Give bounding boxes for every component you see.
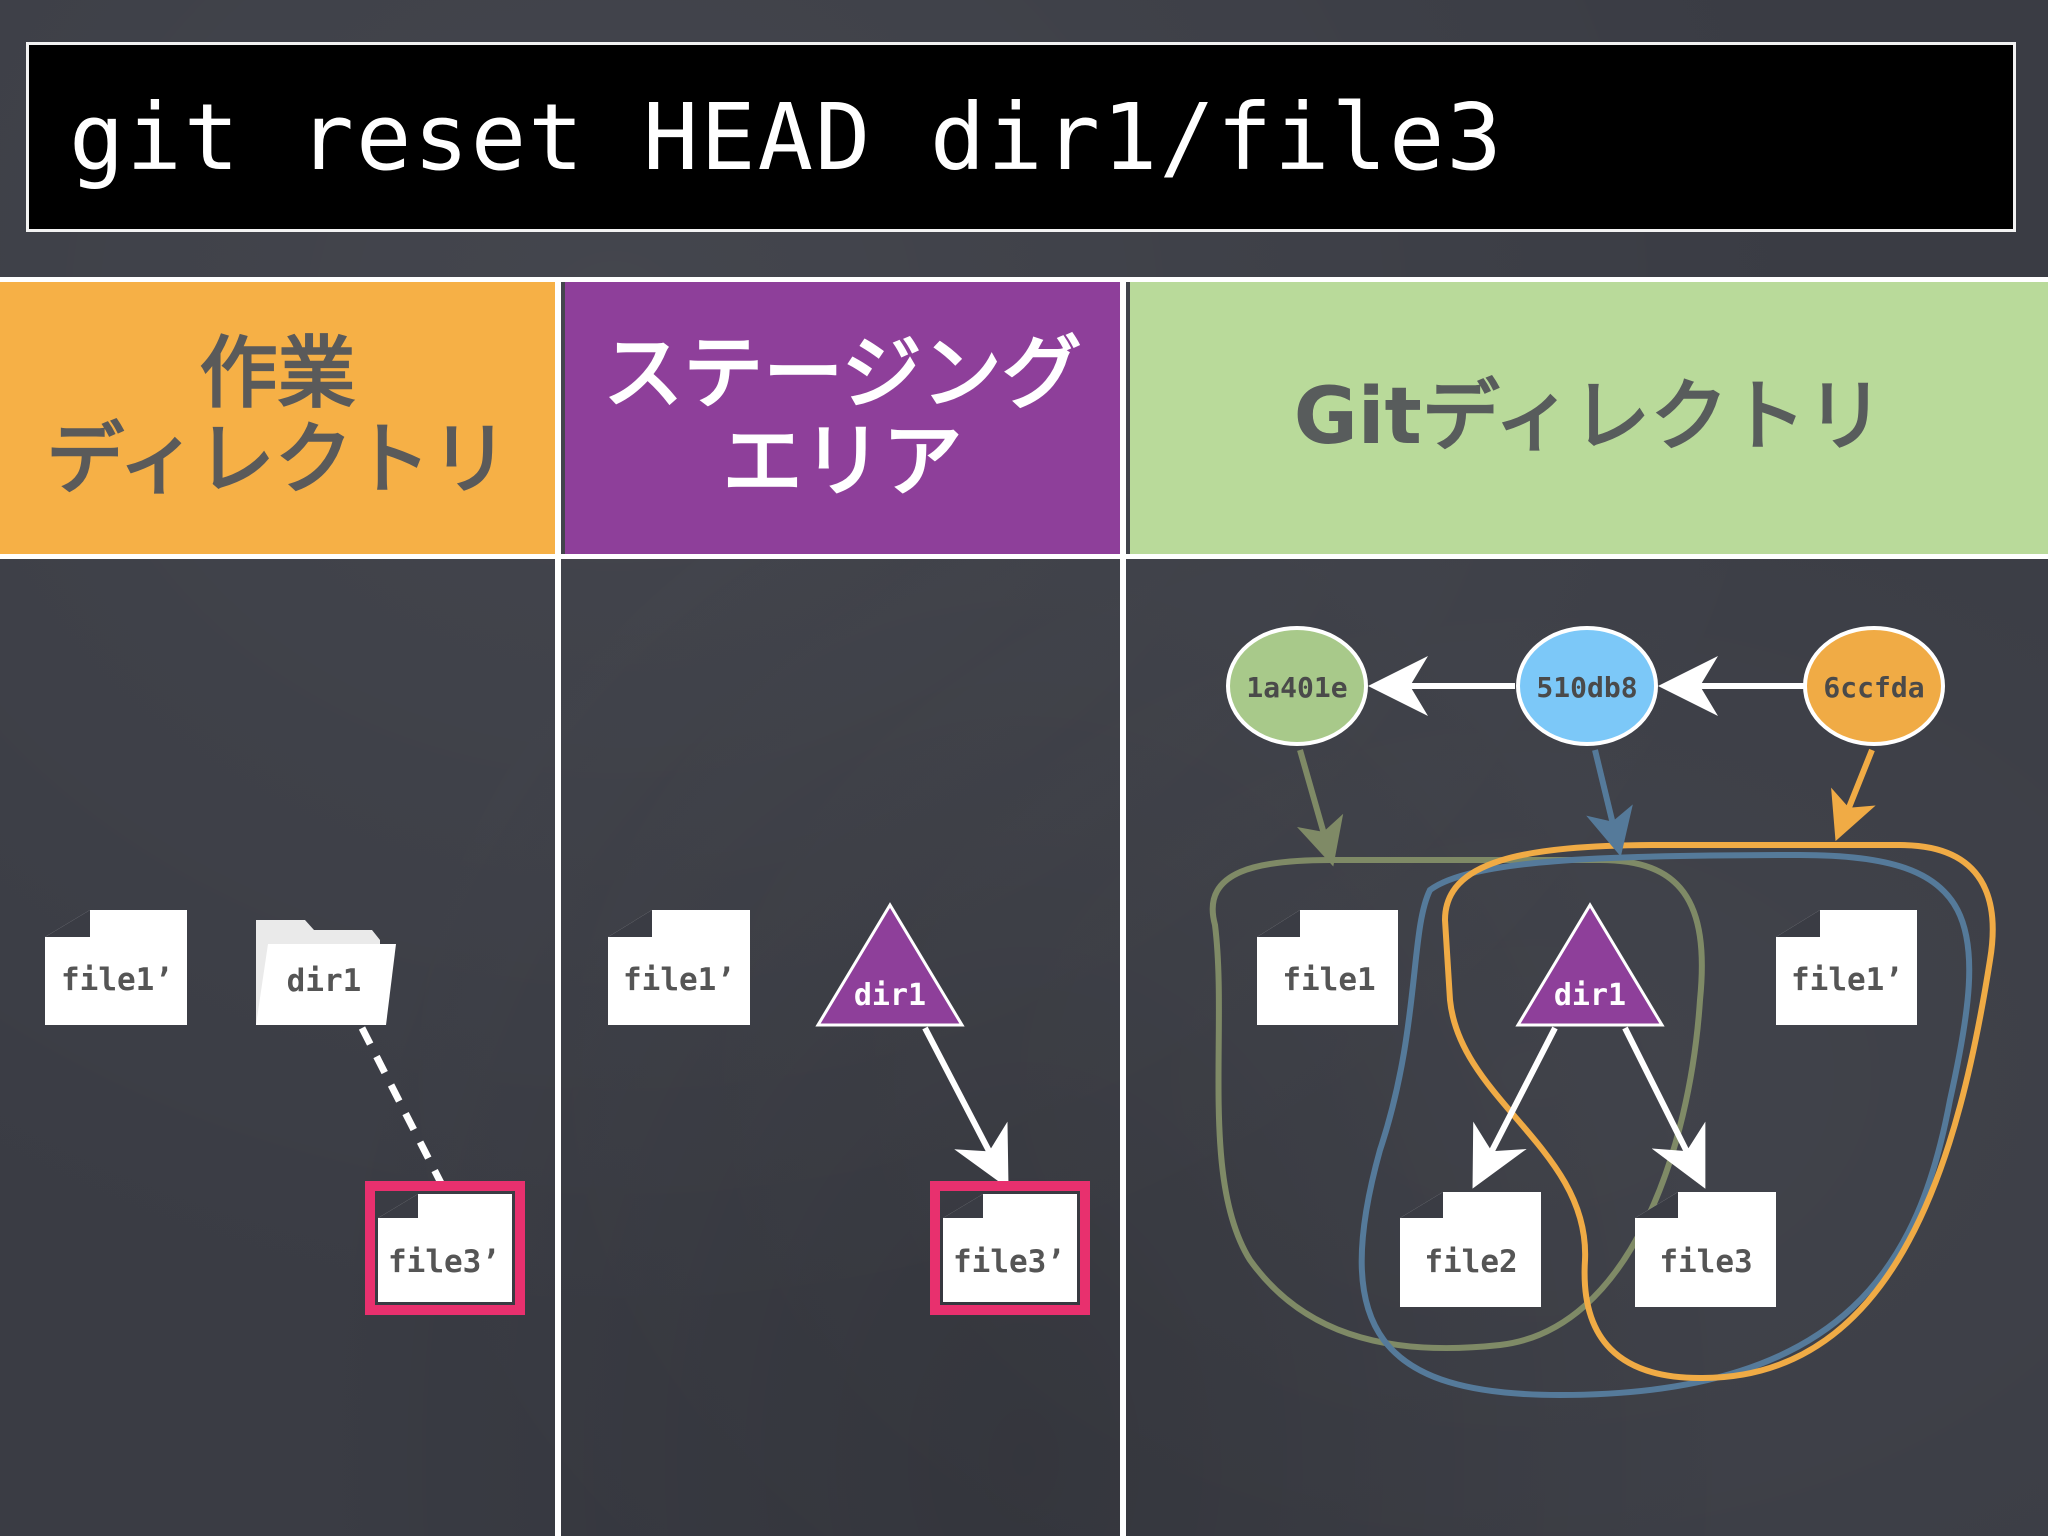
git-dir1-tree: dir1: [1515, 902, 1665, 1027]
column-divider-1: [555, 277, 561, 1536]
working-file3-label: file3’: [388, 1244, 500, 1280]
commit-510db8-tree-outline: [1358, 851, 1973, 1399]
command-text: git reset HEAD dir1/file3: [69, 83, 1504, 191]
working-dir1-folder-icon: dir1: [256, 920, 396, 1025]
git-file2: file2: [1400, 1192, 1541, 1307]
commit-1a401e: 1a401e: [1226, 626, 1368, 746]
git-file1: file1: [1257, 910, 1398, 1025]
commit-510db8-label: 510db8: [1536, 671, 1637, 704]
working-file3-highlighted: file3’: [365, 1181, 525, 1315]
column-divider-2: [1120, 277, 1126, 1536]
git-directory-header: Gitディレクトリ: [1130, 282, 2048, 554]
staging-dir1-to-file3-arrow: [922, 1026, 1009, 1189]
header-bottom-divider: [0, 554, 2048, 559]
header-top-divider: [0, 277, 2048, 282]
commit-6ccfda-tree-outline: [1441, 842, 1996, 1382]
staging-dir1-label: dir1: [854, 978, 926, 1013]
git-directory-title: Gitディレクトリ: [1293, 372, 1885, 463]
commit-510db8: 510db8: [1516, 626, 1658, 746]
working-file1-label: file1’: [61, 962, 173, 998]
commit-6ccfda: 6ccfda: [1803, 626, 1945, 746]
staging-area-header: ステージング エリア: [565, 282, 1120, 554]
git-dir1-to-file2-arrow: [1472, 1026, 1558, 1189]
working-dir1-label: dir1: [287, 963, 362, 999]
staging-file1-label: file1’: [623, 962, 735, 998]
staging-dir1-tree: dir1: [815, 902, 965, 1027]
git-file1-modified-label: file1’: [1791, 962, 1903, 998]
git-file3: file3: [1635, 1192, 1776, 1307]
git-file2-label: file2: [1424, 1244, 1517, 1280]
git-dir1-label: dir1: [1554, 978, 1626, 1013]
commit-6ccfda-label: 6ccfda: [1823, 671, 1924, 704]
commit-1a401e-tree-arrow: [1297, 749, 1344, 867]
working-dir1-file3-dashed-link: [358, 1026, 446, 1187]
git-dir1-to-file3-arrow: [1622, 1026, 1706, 1189]
working-file3-highlight-box: [365, 1181, 525, 1315]
git-file3-label: file3: [1659, 1244, 1752, 1280]
command-box: git reset HEAD dir1/file3: [26, 42, 2016, 232]
staging-file3-highlighted: file3’: [930, 1181, 1090, 1315]
staging-area-title: ステージング エリア: [603, 327, 1082, 508]
commit-510db8-tree-arrow: [1586, 749, 1633, 857]
working-file1: file1’: [45, 910, 187, 1025]
staging-file3-highlight-box: [930, 1181, 1090, 1315]
commit-6ccfda-tree-arrow: [1831, 748, 1876, 842]
staging-file1: file1’: [608, 910, 750, 1025]
working-directory-title: 作業 ディレクトリ: [46, 329, 509, 505]
git-file1-label: file1: [1282, 962, 1375, 998]
git-file1-modified: file1’: [1776, 910, 1917, 1025]
commit-1a401e-label: 1a401e: [1246, 671, 1347, 704]
staging-file3-label: file3’: [953, 1244, 1065, 1280]
working-directory-header: 作業 ディレクトリ: [0, 282, 555, 554]
